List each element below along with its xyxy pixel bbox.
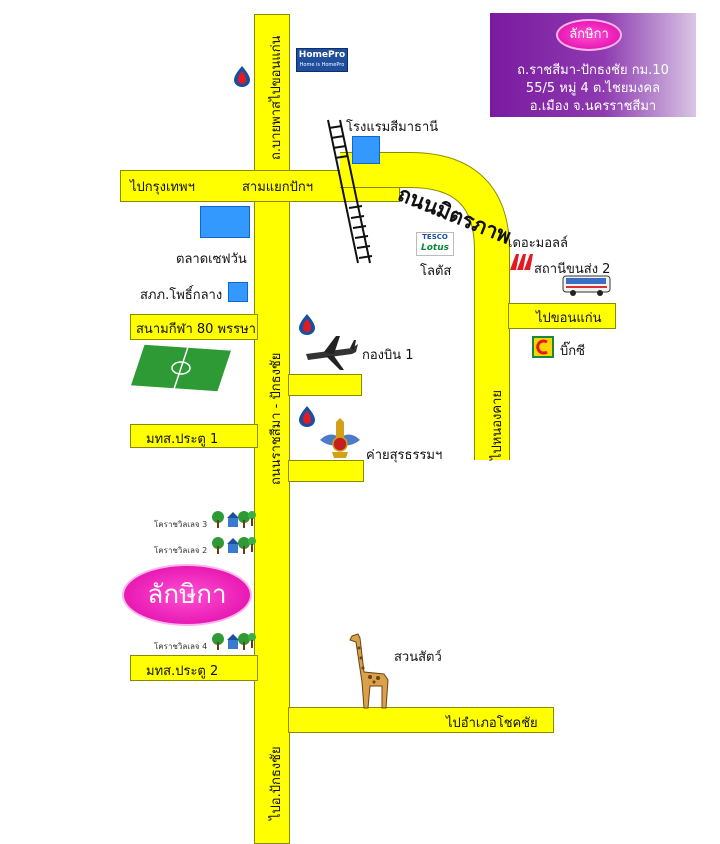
label-village4: โคราชวิลเลจ 4 xyxy=(154,642,208,651)
market-building xyxy=(200,206,250,238)
address-line-1: ถ.ราชสีมา-ปักธงชัย กม.10 xyxy=(517,63,669,78)
big-c-logo-icon xyxy=(532,336,554,358)
giraffe-icon xyxy=(349,633,389,709)
road-air-wing xyxy=(288,374,362,396)
army-emblem-icon xyxy=(320,418,360,458)
label-village2: โคราชวิลเลจ 2 xyxy=(154,546,208,555)
label-lotus: โลตัส xyxy=(420,264,452,279)
village-trees-icon xyxy=(212,633,256,650)
stadium-field-icon xyxy=(128,343,234,393)
address-line-3: อ.เมือง จ.นครราชสีมา xyxy=(529,99,657,114)
label-ratchasima-pakthongchai: ถนนราชสีมา - ปักธงชัย xyxy=(269,352,284,485)
homepro-logo: HomePro Home is HomePro xyxy=(296,48,348,72)
village-trees-icon xyxy=(212,511,256,528)
label-market: ตลาดเซฟวัน xyxy=(176,252,247,267)
label-gate1: มทส.ประตู 1 xyxy=(146,432,219,447)
label-hotel: โรงแรมสีมาธานี xyxy=(346,120,439,135)
label-to-bangkok: ไปกรุงเทพฯ xyxy=(130,180,195,195)
railway-track xyxy=(327,119,373,264)
info-logo-text: ลักษิกา xyxy=(569,27,609,42)
homepro-logo-text: HomePro xyxy=(298,50,346,60)
road-gate2 xyxy=(130,655,258,681)
hotel-building xyxy=(352,136,380,164)
label-army-camp: ค่ายสุรธรรมฯ xyxy=(366,448,443,463)
homepro-tagline: Home is HomePro xyxy=(299,62,345,68)
project-logo: ลักษิกา xyxy=(122,564,252,626)
road-stadium xyxy=(130,314,258,340)
label-to-nong-khai: ไปหนองคาย xyxy=(490,389,505,460)
address-info-box: ลักษิกา ถ.ราชสีมา-ปักธงชัย กม.10 55/5 หม… xyxy=(490,13,696,117)
tesco-lotus-logo: TESCO Lotus xyxy=(416,232,454,256)
label-to-chok-chai: ไปอำเภอโชคชัย xyxy=(446,716,538,731)
label-air-wing: กองบิน 1 xyxy=(362,348,414,363)
ptt-gas-station-icon xyxy=(299,406,315,427)
road-to-khon-kaen-right xyxy=(508,303,616,329)
road-mittraphap-curve xyxy=(340,152,510,460)
ptt-gas-station-icon xyxy=(299,314,315,335)
label-regional-police: สภภ.โพธิ์กลาง xyxy=(140,288,223,303)
label-village3: โคราชวิลเลจ 3 xyxy=(154,520,208,529)
police-building xyxy=(228,282,248,302)
label-zoo: สวนสัตว์ xyxy=(394,650,442,665)
address-line-2: 55/5 หมู่ 4 ต.ไชยมงคล xyxy=(525,81,661,96)
label-to-khon-kaen-right: ไปขอนแก่น xyxy=(536,311,602,326)
project-logo-text: ลักษิกา xyxy=(147,580,227,610)
road-army-camp xyxy=(288,460,364,482)
label-to-pak-thong-chai: ไปอ.ปักธงชัย xyxy=(269,746,284,820)
label-the-mall: เดอะมอลล์ xyxy=(508,236,568,251)
airplane-icon xyxy=(306,336,358,370)
ptt-gas-station-icon xyxy=(234,66,250,87)
tesco-text: TESCO xyxy=(422,233,448,241)
road-gate1 xyxy=(130,424,258,448)
label-stadium: สนามกีฬา 80 พรรษา xyxy=(136,322,256,337)
bus-icon xyxy=(562,275,611,296)
lotus-text: Lotus xyxy=(421,243,449,253)
village-trees-icon xyxy=(212,537,256,554)
label-bus-station: สถานีขนส่ง 2 xyxy=(534,262,611,277)
label-big-c: บิ๊กซี xyxy=(560,344,585,359)
label-gate2: มทส.ประตู 2 xyxy=(146,664,219,679)
label-intersection: สามแยกปักฯ xyxy=(242,180,314,195)
label-bypass-khon-kaen: ถ.บายพาสไปขอนแก่น xyxy=(269,35,284,160)
info-box-logo: ลักษิกา xyxy=(556,19,622,51)
road-to-chok-chai xyxy=(288,707,554,733)
the-mall-logo-icon xyxy=(510,254,533,270)
